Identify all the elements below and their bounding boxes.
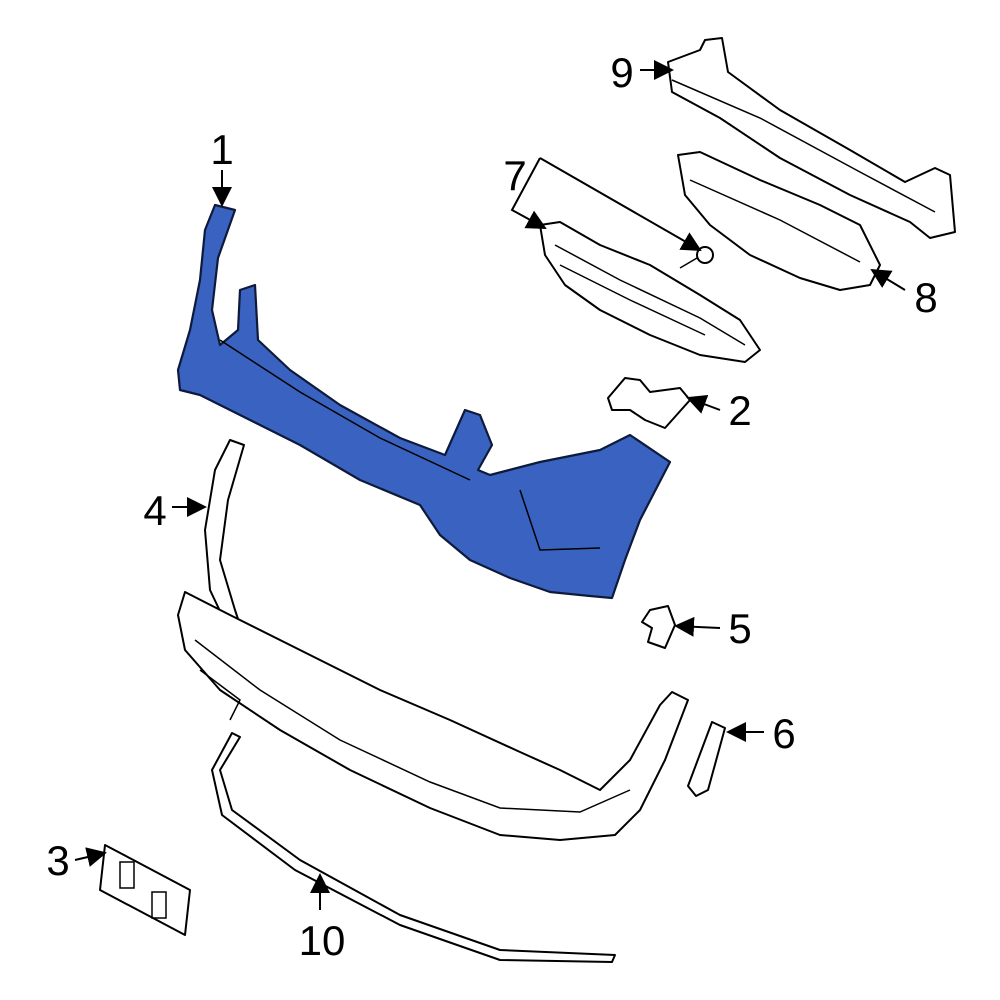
part-9-reinforcement-beam[interactable] — [667, 37, 956, 239]
part-10-trim-strip[interactable] — [211, 732, 616, 963]
callout-10[interactable]: 10 — [299, 917, 346, 964]
callout-7[interactable]: 7 — [503, 152, 526, 199]
callout-6[interactable]: 6 — [772, 710, 795, 757]
part-2-bracket[interactable] — [607, 377, 691, 429]
lower-valance — [177, 591, 689, 841]
part-5-bracket[interactable] — [641, 605, 676, 649]
part-4-molding[interactable] — [204, 439, 245, 629]
part-1-bumper-cover[interactable] — [176, 203, 672, 600]
part-7-grille[interactable] — [539, 221, 761, 363]
part-8-energy-absorber[interactable] — [677, 151, 881, 291]
callout-3[interactable]: 3 — [46, 837, 69, 884]
callout-5[interactable]: 5 — [728, 605, 751, 652]
callout-1[interactable]: 1 — [210, 126, 233, 173]
leader-lines — [74, 60, 906, 910]
callout-4[interactable]: 4 — [143, 487, 166, 534]
part-6-bracket[interactable] — [687, 721, 726, 797]
callout-9[interactable]: 9 — [610, 49, 633, 96]
part-3-license-bracket[interactable] — [99, 844, 191, 936]
callout-2[interactable]: 2 — [728, 387, 751, 434]
callout-8[interactable]: 8 — [914, 274, 937, 321]
